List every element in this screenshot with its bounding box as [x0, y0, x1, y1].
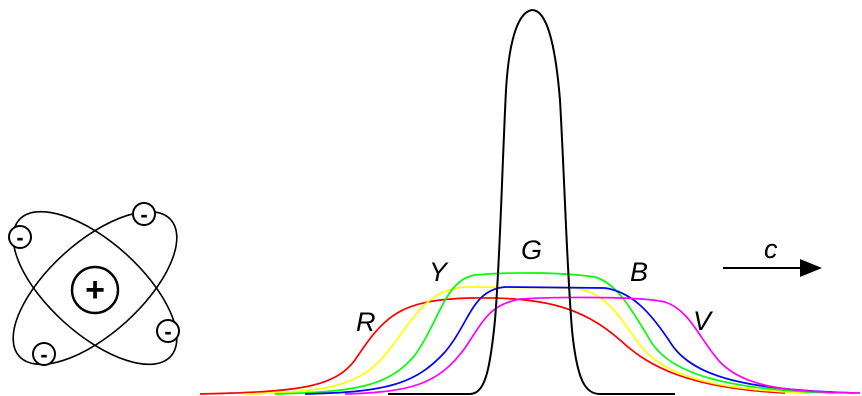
electron: -: [132, 202, 156, 227]
electron-sign: -: [40, 342, 47, 367]
electron-orbit-1: [12, 210, 178, 366]
speed-label: c: [764, 234, 778, 264]
blue-curve: [304, 286, 856, 395]
propagation-arrow: c: [723, 234, 822, 277]
green-curve: [274, 272, 836, 395]
black-curve: [388, 8, 675, 395]
label-b: B: [630, 257, 648, 287]
electron-sign: -: [164, 319, 171, 344]
label-y: Y: [429, 257, 449, 287]
electron: -: [32, 342, 56, 367]
label-r: R: [356, 307, 376, 337]
label-g: G: [521, 235, 542, 265]
arrow-head-icon: [800, 259, 822, 277]
atom-icon: + - - - -: [8, 202, 180, 367]
nucleus: +: [70, 265, 120, 315]
electron-sign: -: [16, 225, 23, 250]
nucleus-sign: +: [85, 271, 105, 309]
violet-curve: [344, 296, 861, 395]
electron-sign: -: [140, 202, 147, 227]
spectral-curves: [199, 8, 861, 395]
electron-orbit-2: [12, 210, 178, 366]
electron: -: [156, 319, 180, 344]
electron: -: [8, 225, 32, 250]
red-curve: [199, 297, 786, 395]
label-v: V: [693, 306, 714, 336]
